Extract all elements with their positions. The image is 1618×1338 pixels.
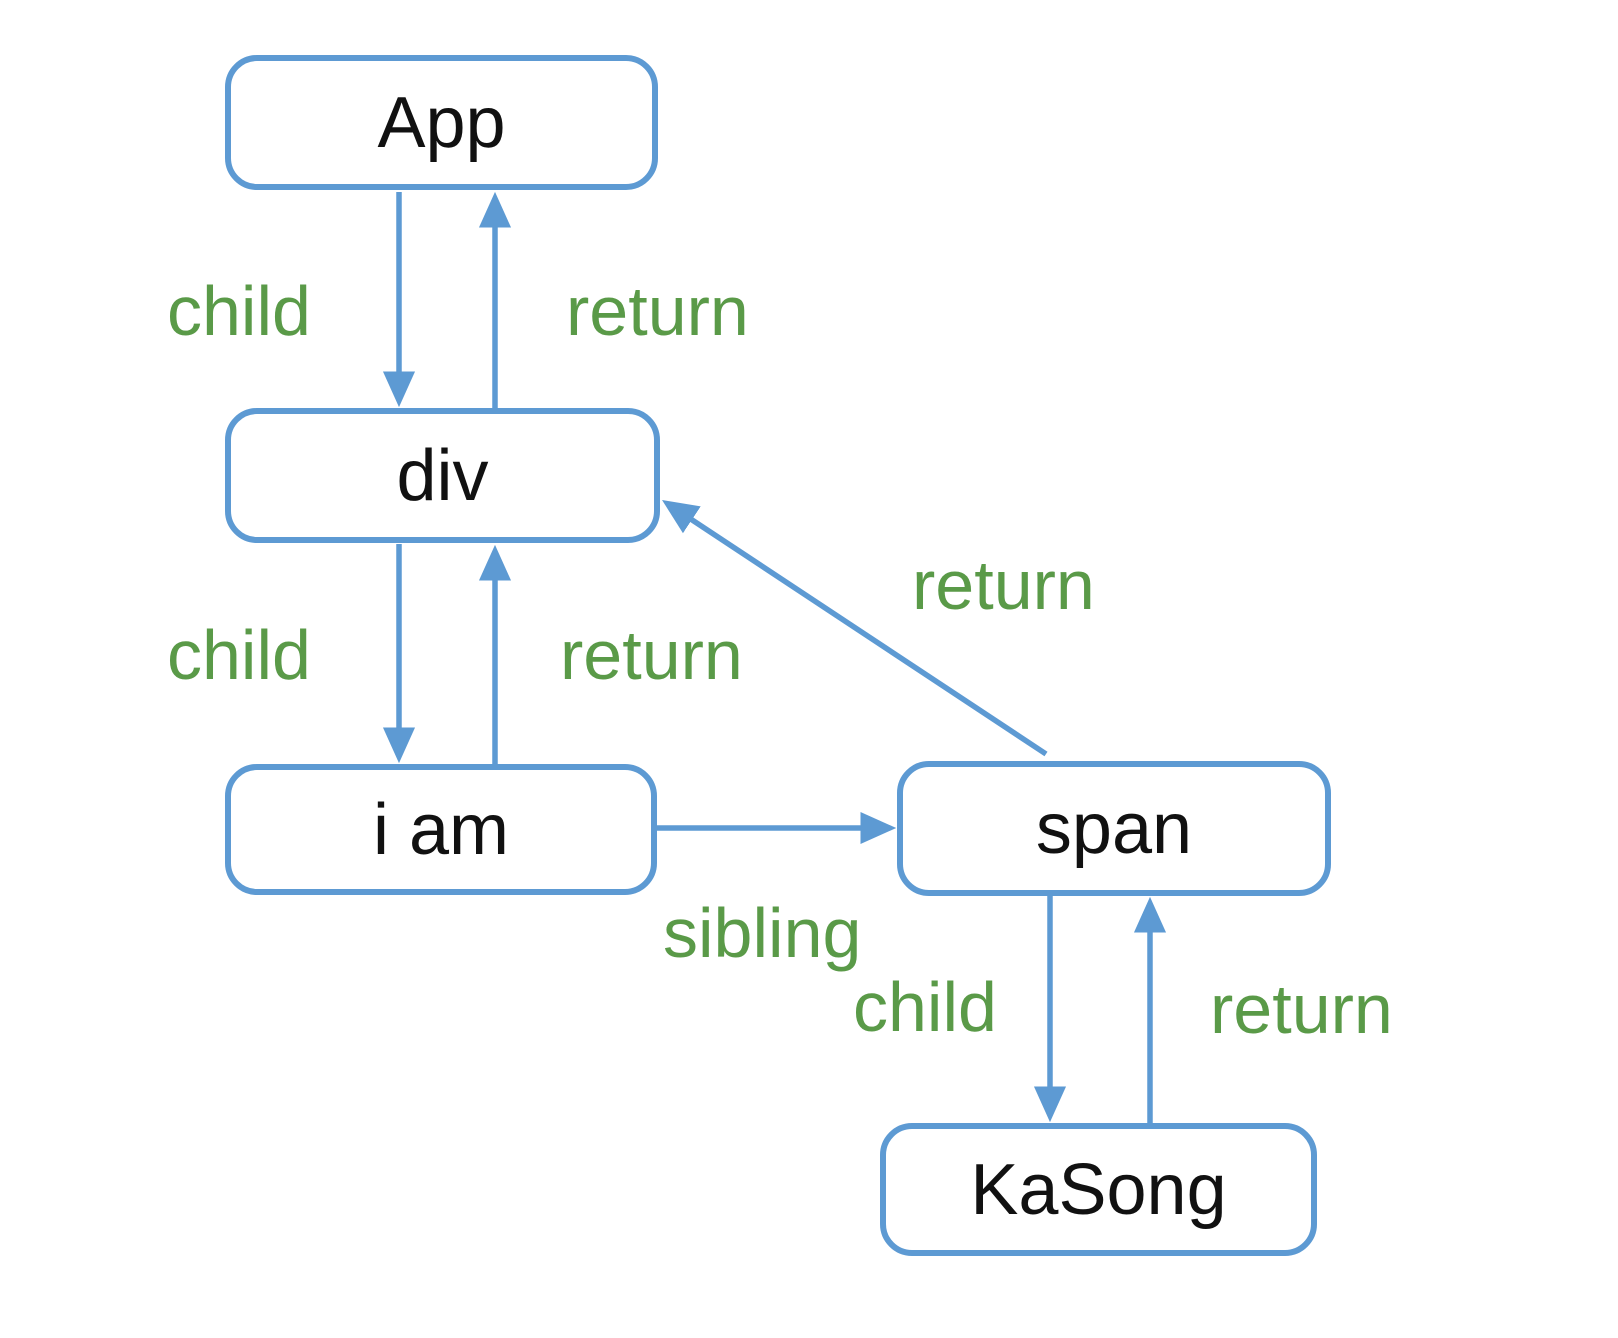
edge-label-child-span-kasong: child [853,968,997,1046]
node-span: span [897,761,1331,896]
node-i-am: i am [225,764,657,895]
node-kasong: KaSong [880,1123,1317,1256]
edge-return-span-to-div [662,500,1048,757]
edge-label-return-kasong-span: return [1210,970,1393,1048]
edge-label-child-div-iam: child [167,616,311,694]
node-app-label: App [377,82,506,163]
node-i-am-label: i am [372,789,510,870]
node-span-label: span [1035,788,1193,869]
edge-label-sibling-iam-span: sibling [663,894,862,972]
edge-label-return-iam-div: return [560,616,743,694]
node-kasong-label: KaSong [970,1149,1227,1230]
node-div-label: div [396,435,489,516]
node-app: App [225,55,658,190]
edge-label-return-span-div: return [912,546,1095,624]
edge-label-child-app-div: child [167,272,311,350]
edge-label-return-div-app: return [566,272,749,350]
node-div: div [225,408,660,543]
